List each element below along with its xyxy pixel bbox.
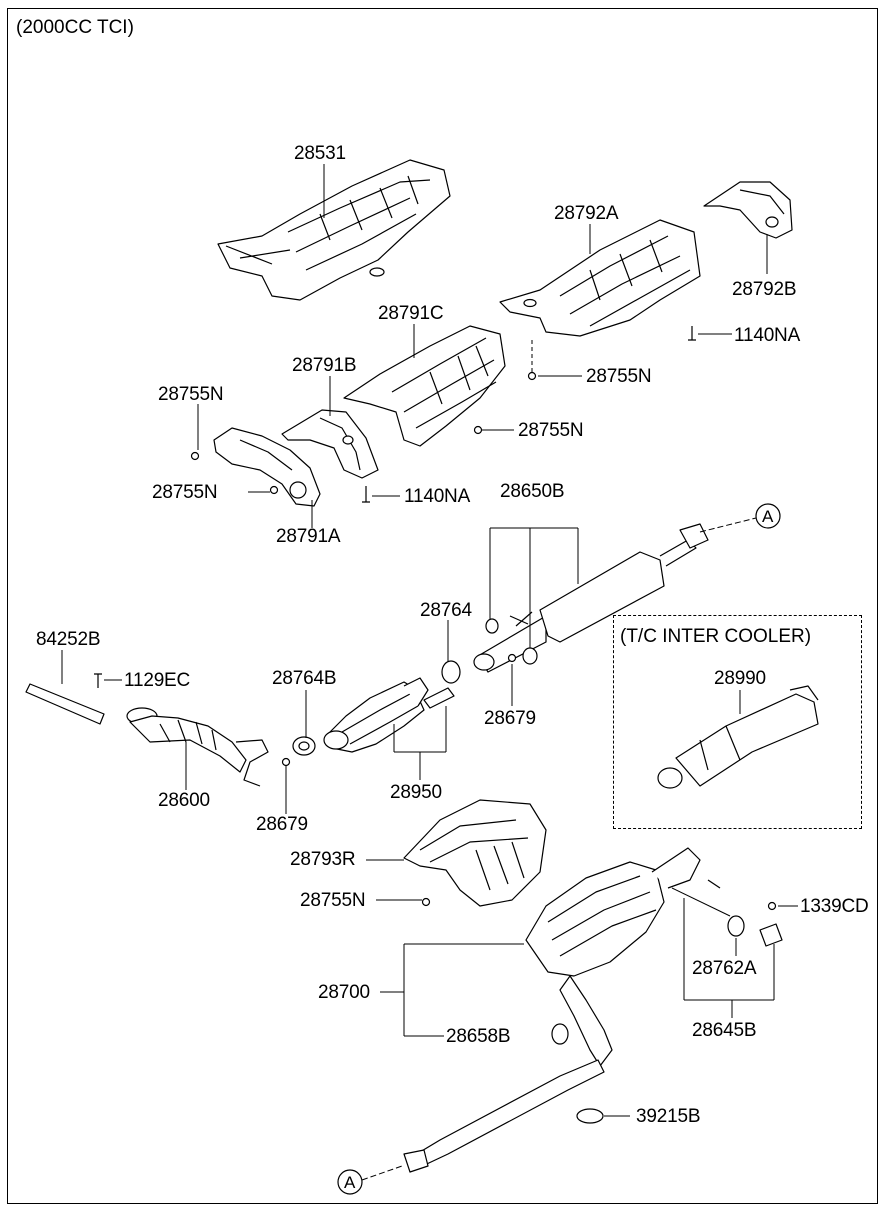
main-muffler-28700 (403, 847, 701, 1173)
heat-shield-28791b (281, 409, 379, 479)
diagram-frame (7, 8, 878, 1204)
catalytic-converter-28950 (323, 677, 455, 753)
heat-shield-28531 (217, 159, 451, 301)
connector-a-bottom-label: A (344, 1173, 356, 1192)
part-label-28950: 28950 (390, 782, 442, 803)
part-label-28791a: 28791A (276, 526, 341, 547)
part-label-28792b: 28792B (732, 279, 797, 300)
part-label-28531: 28531 (294, 143, 346, 164)
part-label-39215b: 39215B (636, 1106, 701, 1127)
part-label-28645b: 28645B (692, 1020, 757, 1041)
diagram-title: (2000CC TCI) (16, 17, 134, 38)
part-label-1140na-lower: 1140NA (404, 486, 471, 507)
inter-cooler-inset (613, 615, 862, 829)
part-label-28755n-left: 28755N (158, 384, 224, 405)
converter-28990 (657, 685, 819, 789)
inset-title: (T/C INTER COOLER) (620, 626, 812, 647)
part-label-28755n-bottom: 28755N (300, 890, 366, 911)
part-label-28755n-right: 28755N (586, 366, 652, 387)
gasket-28764b (292, 736, 316, 756)
part-label-28600: 28600 (158, 790, 210, 811)
part-label-28755n-lower: 28755N (152, 482, 218, 503)
front-pipe-28600 (126, 707, 269, 787)
part-label-28764b: 28764B (272, 668, 337, 689)
hanger-28658b (551, 1023, 569, 1045)
part-label-28791c: 28791C (378, 303, 444, 324)
leader-lines (61, 164, 798, 1181)
part-label-28990: 28990 (714, 668, 766, 689)
strip-84252b (25, 683, 105, 725)
part-label-28791b: 28791B (292, 355, 357, 376)
part-label-28658b: 28658B (446, 1026, 511, 1047)
part-label-1339cd: 1339CD (800, 896, 869, 917)
hanger-28762a (727, 915, 745, 937)
connector-a-top-label: A (762, 507, 774, 526)
heat-shield-28791c (343, 325, 506, 447)
center-pipe-resonator (473, 523, 709, 673)
heat-shield-28793r (403, 799, 547, 907)
part-label-28700: 28700 (318, 982, 370, 1003)
part-label-28793r: 28793R (290, 849, 356, 870)
heat-shield-28792a (499, 219, 701, 337)
fasteners (94, 326, 777, 911)
part-label-28679-left: 28679 (256, 814, 308, 835)
bracket-28645b (759, 923, 783, 947)
plug-39215b (576, 1108, 604, 1124)
connector-a-top-icon (755, 503, 781, 529)
heat-shield-28792b (703, 181, 793, 239)
part-label-84252b: 84252B (36, 629, 101, 650)
part-label-1129ec: 1129EC (124, 670, 191, 691)
part-label-28755n-center: 28755N (518, 420, 584, 441)
part-label-28792a: 28792A (554, 203, 619, 224)
part-label-1140na-top: 1140NA (734, 325, 801, 346)
part-label-28650b: 28650B (500, 481, 565, 502)
heat-shield-28791a (213, 427, 321, 507)
gasket-28764 (441, 660, 461, 684)
part-label-28762a: 28762A (692, 958, 757, 979)
connector-a-bottom-icon (337, 1169, 363, 1195)
part-label-28764: 28764 (420, 600, 472, 621)
part-label-28679-center: 28679 (484, 708, 536, 729)
